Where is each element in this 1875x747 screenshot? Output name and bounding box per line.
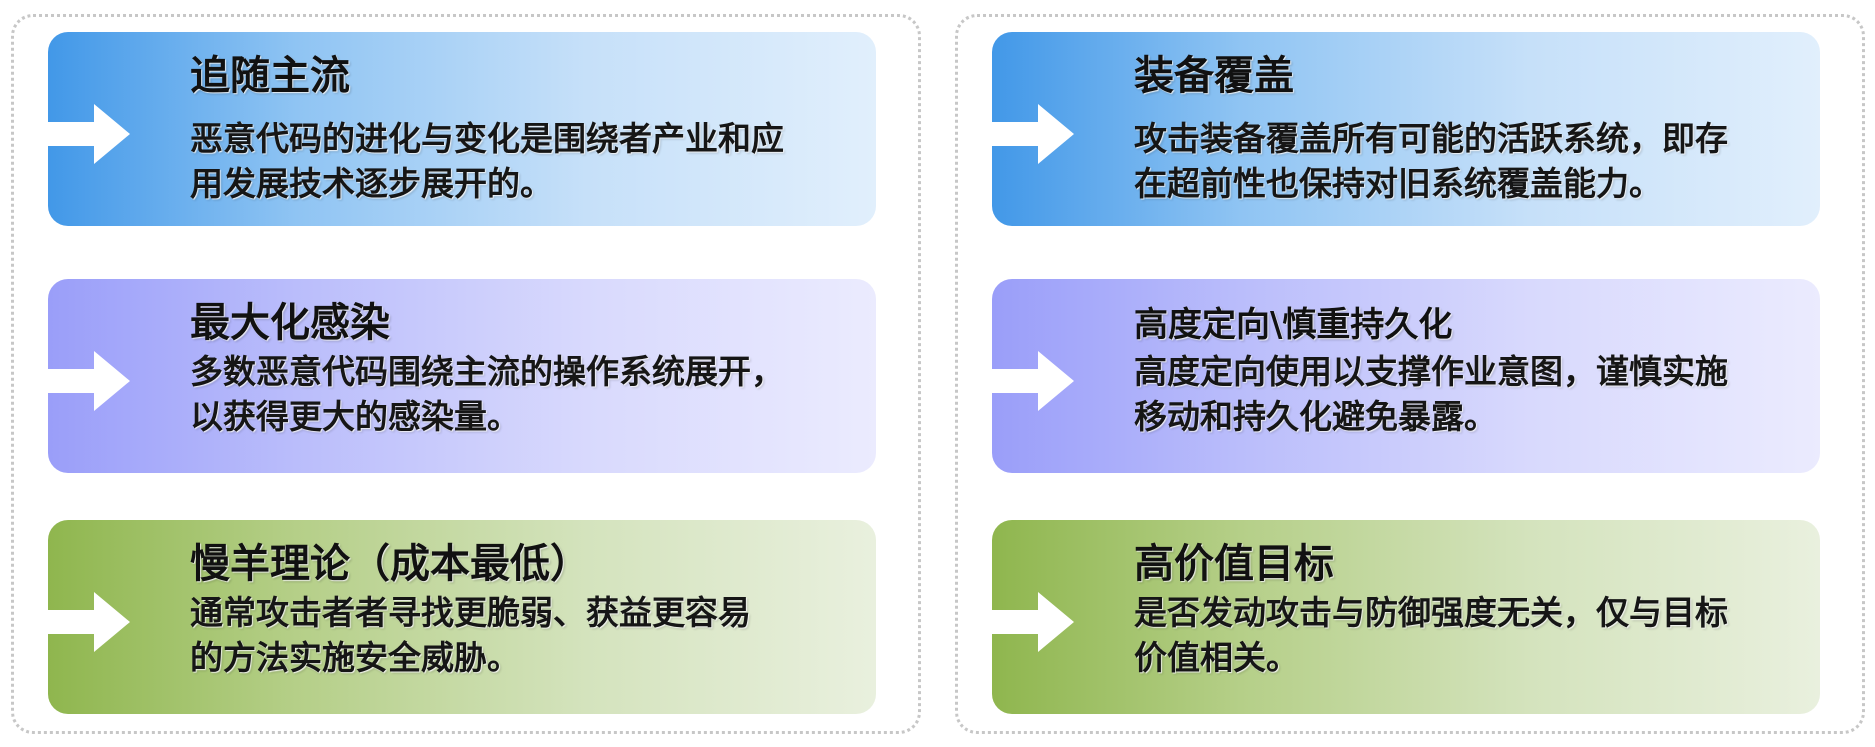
card-description-line: 在超前性也保持对旧系统覆盖能力。 [1134, 164, 1662, 203]
card-slow-sheep-theory: 慢羊理论（成本最低） 通常攻击者者寻找更脆弱、获益更容易 的方法实施安全威胁。 [48, 520, 876, 714]
card-equipment-coverage: 装备覆盖 攻击装备覆盖所有可能的活跃系统，即存 在超前性也保持对旧系统覆盖能力。 [992, 32, 1820, 226]
card-maximize-infection: 最大化感染 多数恶意代码围绕主流的操作系统展开， 以获得更大的感染量。 [48, 279, 876, 473]
card-description-line: 多数恶意代码围绕主流的操作系统展开， [190, 352, 784, 391]
card-description: 是否发动攻击与防御强度无关，仅与目标 价值相关。 [1134, 590, 1810, 680]
card-description-line: 移动和持久化避免暴露。 [1134, 397, 1497, 436]
card-description-line: 价值相关。 [1134, 638, 1299, 677]
card-title: 最大化感染 [190, 300, 390, 346]
card-title: 高度定向\慎重持久化 [1134, 305, 1453, 345]
card-description: 通常攻击者者寻找更脆弱、获益更容易 的方法实施安全威胁。 [190, 590, 866, 680]
card-description-line: 通常攻击者者寻找更脆弱、获益更容易 [190, 593, 751, 632]
card-high-value-target: 高价值目标 是否发动攻击与防御强度无关，仅与目标 价值相关。 [992, 520, 1820, 714]
left-panel [11, 14, 921, 734]
arrow-right-icon [48, 592, 130, 652]
card-description-line: 攻击装备覆盖所有可能的活跃系统，即存 [1134, 119, 1728, 158]
card-description: 攻击装备覆盖所有可能的活跃系统，即存 在超前性也保持对旧系统覆盖能力。 [1134, 116, 1810, 206]
card-description-line: 以获得更大的感染量。 [190, 397, 520, 436]
card-title: 装备覆盖 [1134, 53, 1294, 99]
arrow-right-icon [992, 592, 1074, 652]
card-title: 追随主流 [190, 53, 350, 99]
card-description-line: 是否发动攻击与防御强度无关，仅与目标 [1134, 593, 1728, 632]
arrow-right-icon [992, 351, 1074, 411]
card-description: 高度定向使用以支撑作业意图，谨慎实施 移动和持久化避免暴露。 [1134, 349, 1810, 439]
card-targeted-persistence: 高度定向\慎重持久化 高度定向使用以支撑作业意图，谨慎实施 移动和持久化避免暴露… [992, 279, 1820, 473]
arrow-right-icon [992, 104, 1074, 164]
arrow-right-icon [48, 104, 130, 164]
card-description-line: 用发展技术逐步展开的。 [190, 164, 553, 203]
card-title: 慢羊理论（成本最低） [190, 541, 590, 587]
card-description-line: 的方法实施安全威胁。 [190, 638, 520, 677]
card-description-line: 恶意代码的进化与变化是围绕者产业和应 [190, 119, 784, 158]
card-description: 多数恶意代码围绕主流的操作系统展开， 以获得更大的感染量。 [190, 349, 866, 439]
right-panel [955, 14, 1865, 734]
card-description: 恶意代码的进化与变化是围绕者产业和应 用发展技术逐步展开的。 [190, 116, 866, 206]
arrow-right-icon [48, 351, 130, 411]
card-description-line: 高度定向使用以支撑作业意图，谨慎实施 [1134, 352, 1728, 391]
card-title: 高价值目标 [1134, 541, 1334, 587]
card-follow-mainstream: 追随主流 恶意代码的进化与变化是围绕者产业和应 用发展技术逐步展开的。 [48, 32, 876, 226]
